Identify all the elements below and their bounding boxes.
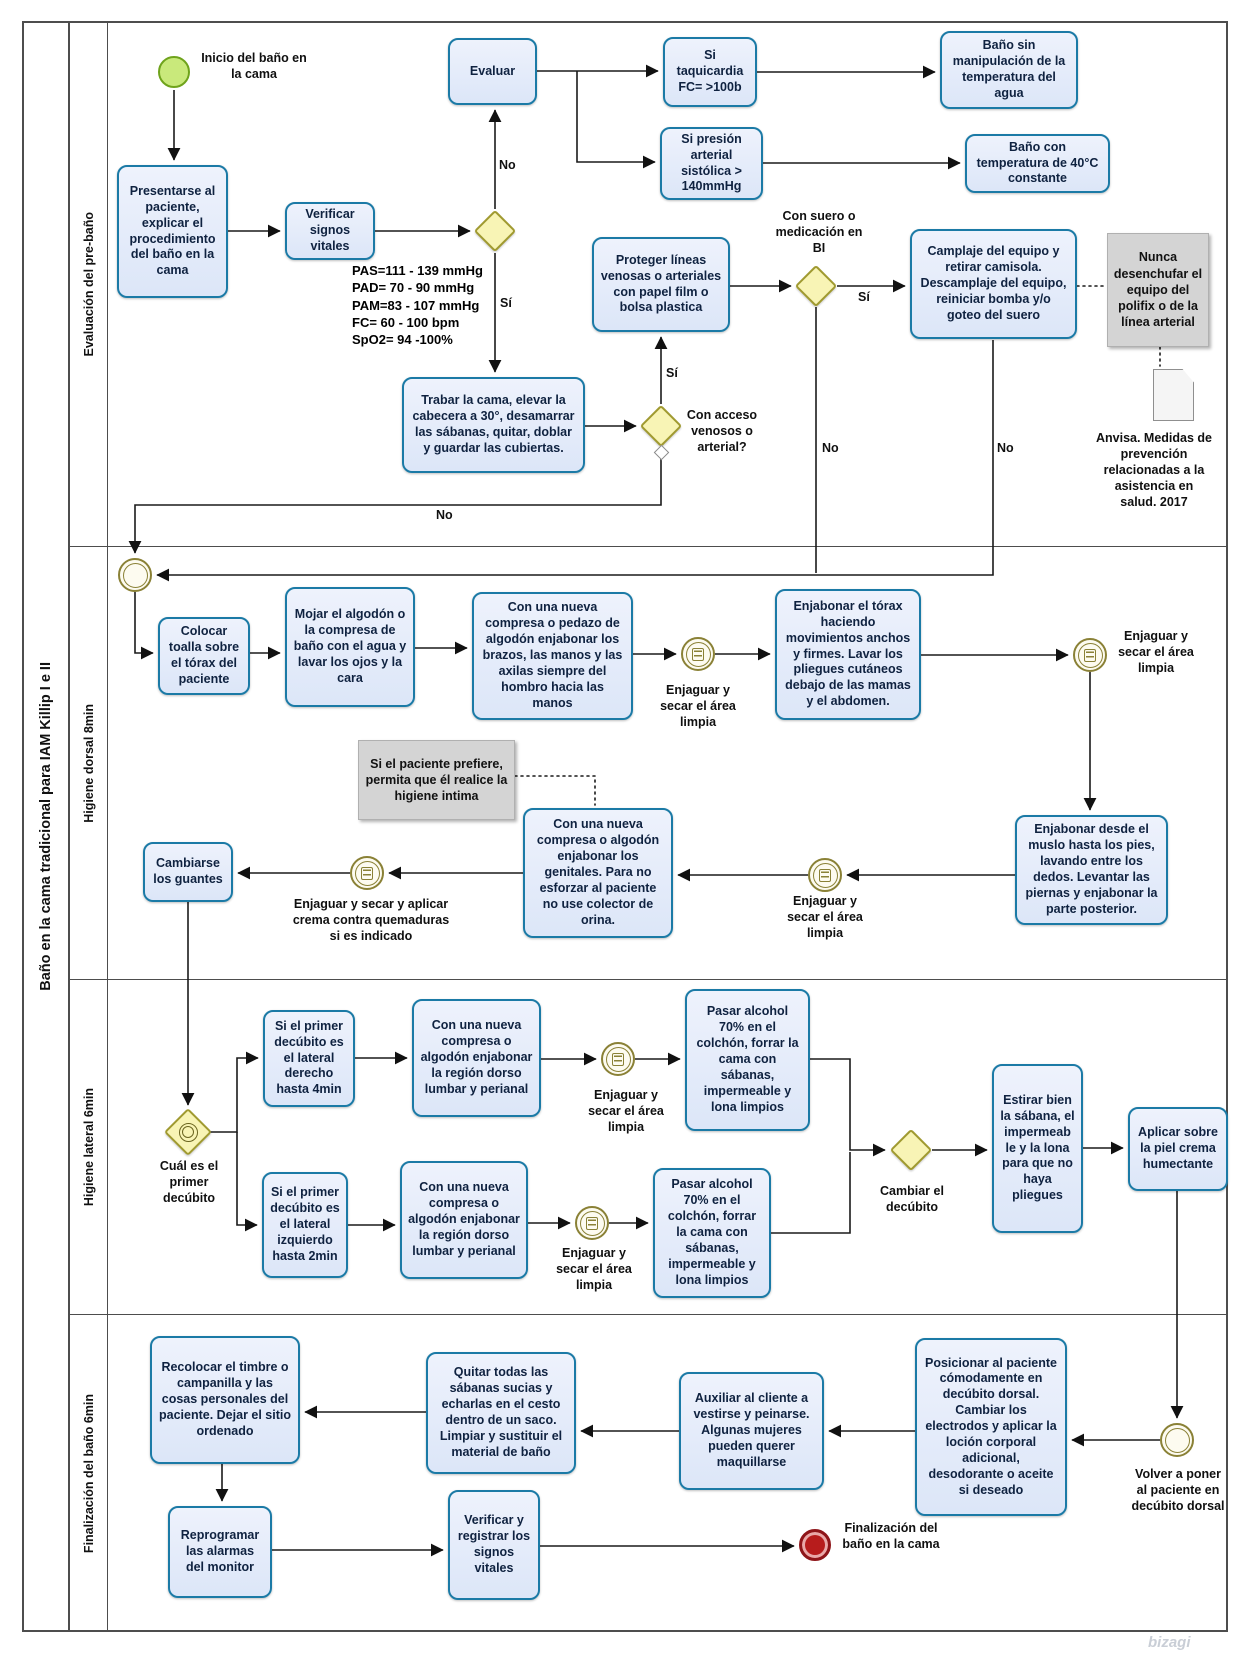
event-enjuagar-1-label: Enjaguar y secar el área limpia bbox=[660, 683, 736, 729]
pool-title-strip: Baño en la cama tradicional para IAM Kil… bbox=[24, 23, 70, 1630]
task-colocar-toalla: Colocar toalla sobre el tórax del pacien… bbox=[158, 617, 250, 695]
gateway-con-acceso-label: Con acceso venosos o arterial? bbox=[686, 408, 758, 454]
task-reprogramar-alarmas: Reprogramar las alarmas del monitor bbox=[168, 1506, 272, 1598]
task-verificar-signos: Verificar signos vitales bbox=[285, 202, 375, 260]
task-bano-sin-manipulacion: Baño sin manipulación de la temperatura … bbox=[940, 31, 1078, 109]
label-no-evaluar: No bbox=[499, 158, 516, 172]
label-si-trabar: Sí bbox=[500, 296, 512, 310]
end-event-label: Finalización del baño en la cama bbox=[842, 1521, 940, 1551]
task-aplicar-crema: Aplicar sobre la piel crema humectante bbox=[1128, 1107, 1228, 1191]
vital-signs-reference: PAS=111 - 139 mmHg PAD= 70 - 90 mmHg PAM… bbox=[352, 263, 483, 348]
task-enjabonar-brazos: Con una nueva compresa o pedazo de algod… bbox=[472, 592, 633, 720]
task-mojar-algodon: Mojar el algodón o la compresa de baño c… bbox=[285, 587, 415, 707]
gateway-cual-decubito-label: Cuál es el primer decúbito bbox=[159, 1159, 219, 1205]
event-enjuagar-4 bbox=[601, 1042, 635, 1076]
event-enjuagar-3-label: Enjaguar y secar el área limpia bbox=[787, 894, 863, 940]
label-no-acceso: No bbox=[436, 508, 453, 522]
lane-higiene-dorsal: Higiene dorsal 8min bbox=[70, 547, 1226, 980]
task-evaluar: Evaluar bbox=[448, 38, 537, 105]
event-enjuagar-crema-label: Enjaguar y secar y aplicar crema contra … bbox=[292, 897, 450, 943]
start-event bbox=[158, 56, 190, 88]
event-enjuagar-3 bbox=[808, 858, 842, 892]
link-event-volver bbox=[1160, 1423, 1194, 1457]
event-enjuagar-2 bbox=[1073, 638, 1107, 672]
gateway-con-suero-label: Con suero o medicación en BI bbox=[775, 209, 863, 255]
task-presentarse: Presentarse al paciente, explicar el pro… bbox=[117, 165, 228, 298]
task-cambiarse-guantes: Cambiarse los guantes bbox=[143, 842, 233, 902]
task-posicionar-paciente: Posicionar al paciente cómodamente en de… bbox=[915, 1338, 1067, 1516]
task-verificar-registrar: Verificar y registrar los signos vitales bbox=[448, 1490, 540, 1600]
lane-label-evaluacion: Evaluación del pre-baño bbox=[81, 212, 96, 357]
lane-label-higiene-dorsal: Higiene dorsal 8min bbox=[81, 703, 96, 823]
task-bano-con-temperatura: Baño con temperatura de 40°C constante bbox=[965, 134, 1110, 193]
task-estirar-sabana: Estirar bien la sábana, el impermeab le … bbox=[992, 1064, 1083, 1233]
lane-label-finalizacion: Finalización del baño 6min bbox=[81, 1393, 96, 1554]
event-enjuagar-crema bbox=[350, 856, 384, 890]
lane-label-higiene-lateral: Higiene lateral 6min bbox=[81, 1087, 96, 1207]
gateway-cambiar-decubito-label: Cambiar el decúbito bbox=[880, 1184, 944, 1214]
event-enjuagar-2-label: Enjaguar y secar el área limpia bbox=[1118, 629, 1194, 675]
label-si-suero: Sí bbox=[858, 290, 870, 304]
annotation-nunca-desenchufar: Nunca desenchufar el equipo del polifix … bbox=[1107, 233, 1209, 347]
task-camplaje-equipo: Camplaje del equipo y retirar camisola. … bbox=[910, 229, 1077, 339]
label-no-camplaje: No bbox=[997, 441, 1014, 455]
label-no-suero: No bbox=[822, 441, 839, 455]
task-si-taquicardia: Si taquicardia FC= >100b bbox=[663, 37, 757, 107]
task-enjabonar-torax: Enjabonar el tórax haciendo movimientos … bbox=[775, 589, 921, 720]
task-pasar-alcohol-2: Pasar alcohol 70% en el colchón, forrar … bbox=[653, 1168, 771, 1298]
task-proteger-lineas: Proteger líneas venosas o arteriales con… bbox=[592, 237, 730, 332]
start-event-label: Inicio del baño en la cama bbox=[201, 51, 307, 81]
task-quitar-sabanas: Quitar todas las sábanas sucias y echarl… bbox=[426, 1352, 576, 1474]
document-icon bbox=[1153, 369, 1194, 421]
event-gateway-circle-icon bbox=[178, 1122, 198, 1142]
task-auxiliar-vestirse: Auxiliar al cliente a vestirse y peinars… bbox=[679, 1372, 824, 1490]
task-si-presion-arterial: Si presión arterial sistólica > 140mmHg bbox=[660, 127, 763, 200]
bizagi-watermark: bizagi bbox=[1148, 1634, 1191, 1651]
task-pasar-alcohol-1: Pasar alcohol 70% en el colchón, forrar … bbox=[685, 989, 810, 1131]
task-decubito-izquierdo: Si el primer decúbito es el lateral izqu… bbox=[262, 1172, 348, 1278]
lane-higiene-lateral: Higiene lateral 6min bbox=[70, 980, 1226, 1315]
end-event bbox=[799, 1529, 831, 1561]
event-enjuagar-5 bbox=[575, 1206, 609, 1240]
task-enjabonar-dorso-1: Con una nueva compresa o algodón enjabon… bbox=[412, 999, 541, 1117]
task-enjabonar-dorso-2: Con una nueva compresa o algodón enjabon… bbox=[400, 1161, 528, 1279]
task-trabar-cama: Trabar la cama, elevar la cabecera a 30°… bbox=[402, 377, 585, 473]
link-event-volver-label: Volver a poner al paciente en decúbito d… bbox=[1131, 1467, 1225, 1513]
task-recolocar-timbre: Recolocar el timbre o campanilla y las c… bbox=[150, 1336, 300, 1464]
link-event-higiene-dorsal bbox=[118, 558, 152, 592]
pool-title: Baño en la cama tradicional para IAM Kil… bbox=[38, 662, 54, 991]
event-enjuagar-4-label: Enjaguar y secar el área limpia bbox=[588, 1088, 664, 1134]
lane-finalizacion: Finalización del baño 6min bbox=[70, 1315, 1226, 1632]
annotation-si-paciente: Si el paciente prefiere, permita que él … bbox=[358, 740, 515, 820]
task-enjabonar-genitales: Con una nueva compresa o algodón enjabon… bbox=[523, 808, 673, 938]
annotation-anvisa: Anvisa. Medidas de prevención relacionad… bbox=[1096, 431, 1213, 509]
event-enjuagar-1 bbox=[681, 637, 715, 671]
task-decubito-derecho: Si el primer decúbito es el lateral dere… bbox=[263, 1010, 355, 1107]
label-si-proteger: Sí bbox=[666, 366, 678, 380]
event-enjuagar-5-label: Enjaguar y secar el área limpia bbox=[556, 1246, 632, 1292]
task-enjabonar-muslo: Enjabonar desde el muslo hasta los pies,… bbox=[1015, 815, 1168, 925]
